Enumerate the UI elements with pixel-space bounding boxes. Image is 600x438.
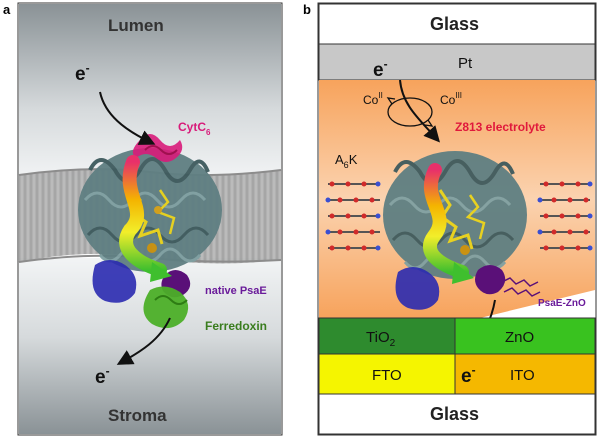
blue-subunit [92, 260, 137, 303]
native-psae-label: native PsaE [205, 285, 267, 297]
co-iii-label: CoIII [440, 91, 462, 107]
stroma-label: Stroma [108, 406, 167, 425]
psae-zno-protein [475, 265, 541, 297]
glass-bottom-label: Glass [430, 404, 479, 424]
panel-a-label: a [3, 2, 11, 17]
electron-in-arrow-b [399, 79, 440, 143]
electron-in-arrow [99, 91, 156, 145]
a6k-peptides-right [537, 181, 593, 251]
co-ii-label: CoII [363, 91, 383, 107]
blue-subunit-b [395, 267, 440, 310]
psae-zno-wedge [480, 290, 595, 318]
psae-zno-label: PsaE-ZnO [538, 298, 586, 309]
co-cycle-arrowhead-left [386, 97, 396, 105]
electron-transfer-arrowhead-b [452, 262, 474, 284]
glass-top-label: Glass [430, 14, 479, 34]
ito-label: ITO [510, 367, 535, 384]
stroma-region [19, 258, 281, 434]
tio2-layer [318, 317, 456, 355]
fto-label: FTO [372, 367, 402, 384]
a6k-label: A6K [335, 152, 358, 170]
a6k-peptides-left [325, 181, 381, 251]
photosystem-i-protein-b [383, 151, 527, 279]
ito-layer [454, 353, 596, 395]
electron-in-label: e- [75, 61, 90, 85]
electron-out-label: e- [95, 364, 110, 388]
glass-bottom-layer [318, 393, 596, 435]
electrolyte-label: Z813 electrolyte [455, 120, 546, 134]
photosystem-i-protein [78, 148, 222, 272]
tio2-label: TiO2 [366, 329, 396, 349]
electron-transfer-arrow-b [423, 163, 469, 279]
panel-b: b [303, 2, 597, 436]
electron-transfer-arrow [119, 155, 167, 277]
electron-out-arrow [116, 317, 171, 365]
pt-label: Pt [458, 55, 473, 72]
ferredoxin-label: Ferredoxin [205, 319, 267, 333]
pt-layer [318, 43, 596, 81]
panel-a: a [3, 2, 283, 436]
cytc6-label: CytC6 [178, 120, 211, 137]
zno-label: ZnO [505, 329, 534, 346]
panel-b-label: b [303, 2, 311, 17]
electron-transfer-arrowhead [150, 262, 172, 282]
co-redox-cycle [387, 97, 433, 127]
electron-in-label-b: e- [373, 57, 388, 81]
glass-top-layer [318, 3, 596, 45]
electron-out-label-b: e- [461, 363, 476, 387]
lumen-label: Lumen [108, 16, 164, 35]
ferredoxin-protein [143, 286, 189, 329]
